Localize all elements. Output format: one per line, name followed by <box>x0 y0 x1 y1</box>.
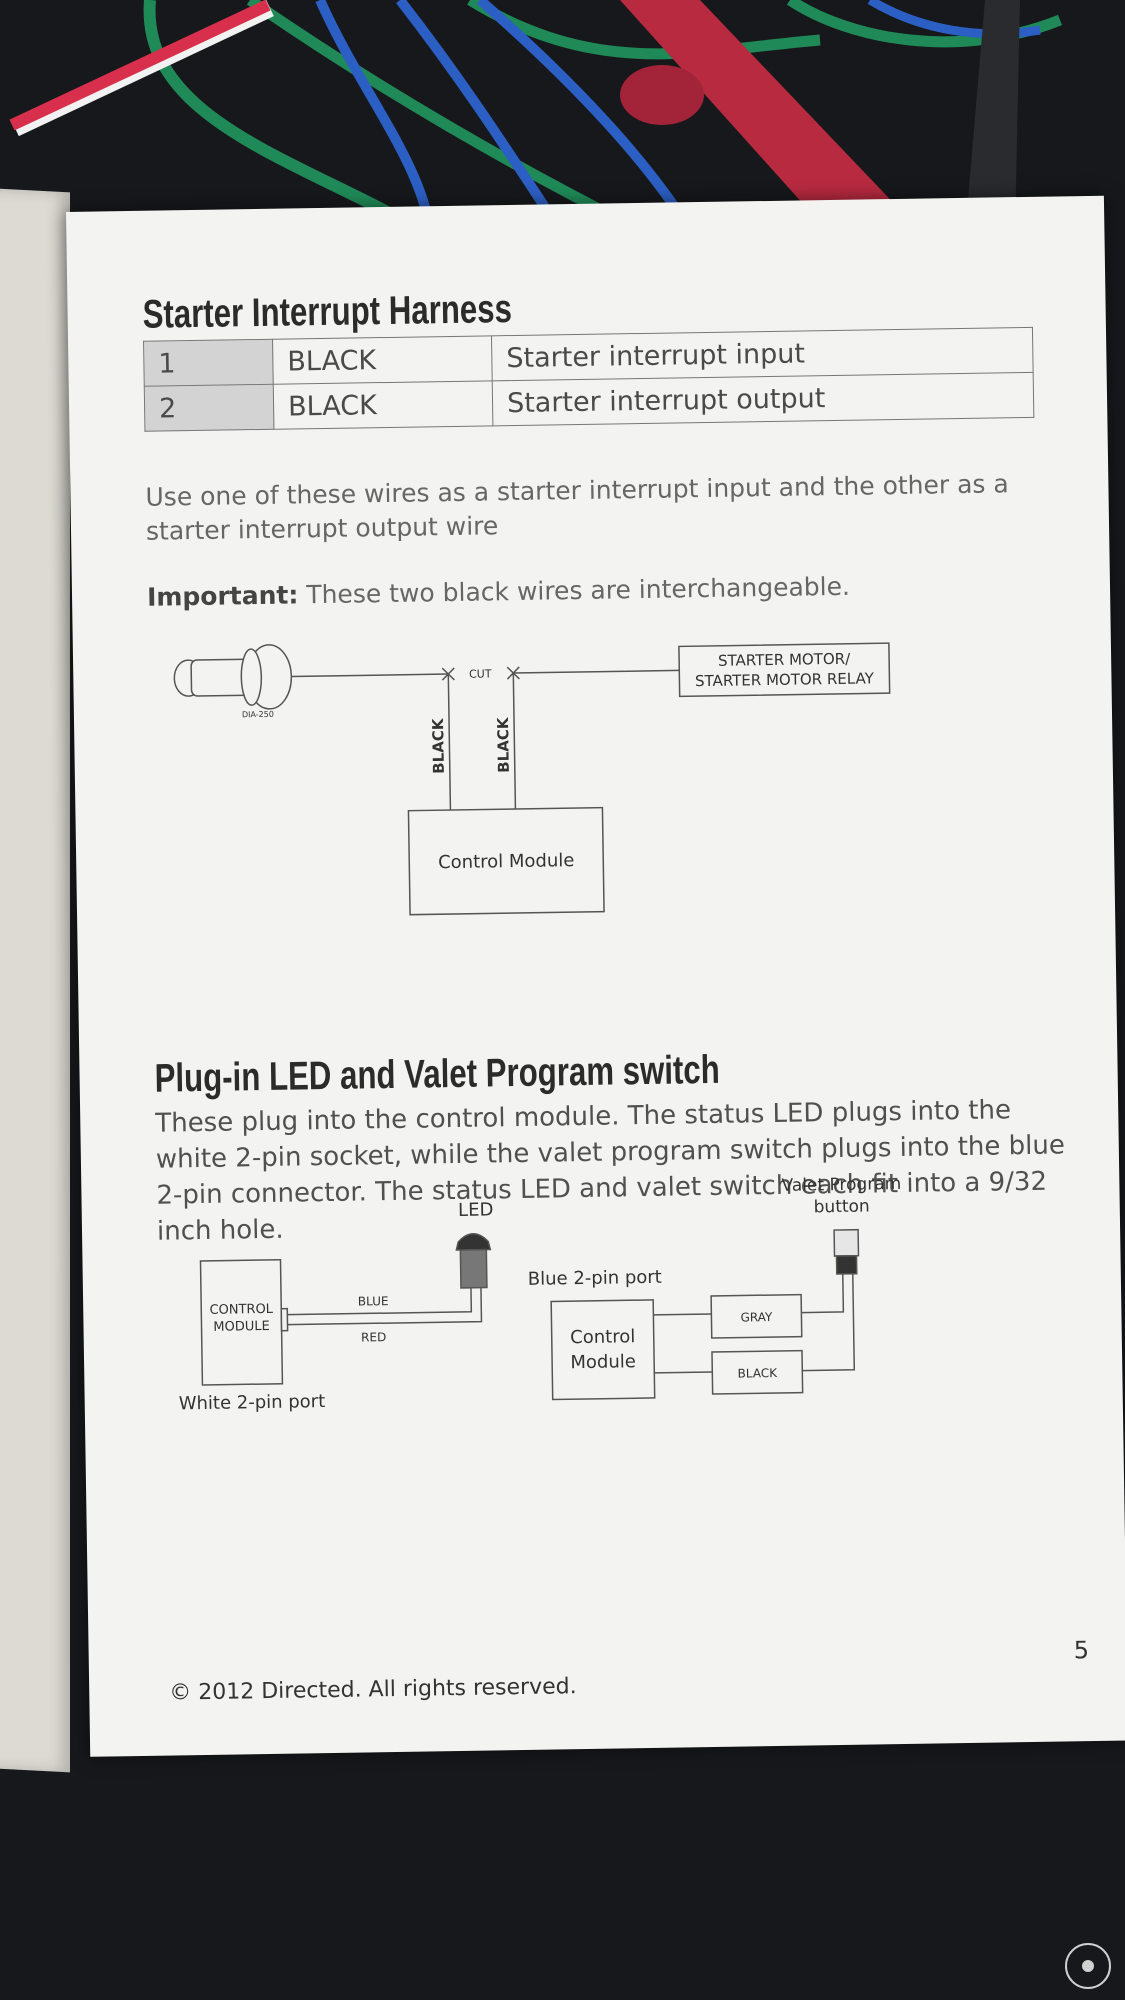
green-wire <box>143 0 424 236</box>
starter-motor-label-line2: STARTER MOTOR RELAY <box>695 669 875 690</box>
blue-wire-line <box>287 1287 473 1316</box>
cut-mark-left <box>441 667 455 681</box>
starter-motor-box <box>678 642 891 698</box>
cut-label: CUT <box>469 667 492 680</box>
valet-button-icon <box>833 1228 860 1257</box>
green-wire <box>246 0 643 235</box>
background-wires <box>9 0 1063 245</box>
valet-module-label-line2: Module <box>570 1351 636 1373</box>
red-wire-line <box>287 1287 483 1326</box>
wiring-diagrams: DIA-250 CUT STARTER MOTOR/ STARTER MOTOR… <box>173 642 901 1414</box>
led-icon <box>455 1232 492 1251</box>
blue-port-label: Blue 2-pin port <box>528 1267 662 1290</box>
left-page-edge <box>0 187 70 1773</box>
starter-motor-label-line1: STARTER MOTOR/ <box>718 650 851 670</box>
manual-page: Starter Interrupt Harness 1 BLACK Starte… <box>66 195 1125 1757</box>
valet-label-line2: button <box>814 1196 870 1217</box>
valet-diagram <box>550 1228 860 1401</box>
red-probe-tip <box>620 65 704 125</box>
gray-wire-label: GRAY <box>740 1310 773 1325</box>
led-diagram <box>199 1232 492 1386</box>
blue-wire <box>315 0 435 231</box>
led-module-label-line1: CONTROL <box>209 1302 273 1318</box>
red-white-wire <box>9 0 271 131</box>
led-body <box>459 1248 488 1289</box>
black-cable <box>965 0 1020 235</box>
starter-interrupt-diagram <box>173 642 891 916</box>
red-wire-label: RED <box>361 1330 386 1344</box>
white-port-label: White 2-pin port <box>179 1391 326 1414</box>
led-label: LED <box>458 1199 494 1221</box>
valet-label-line1: Valet Program <box>781 1174 901 1196</box>
red-probe <box>620 0 905 245</box>
green-wire <box>467 0 821 60</box>
blue-wire <box>476 0 695 233</box>
led-module-label-line2: MODULE <box>213 1319 270 1335</box>
page-number: 5 <box>1073 1636 1090 1665</box>
valet-button-base <box>835 1254 858 1275</box>
valet-control-module-box <box>550 1299 656 1401</box>
valet-module-label-line1: Control <box>570 1326 635 1348</box>
control-module-label: Control Module <box>438 850 575 873</box>
black-wire-right-label: BLACK <box>494 716 513 773</box>
control-module-box <box>407 806 605 916</box>
black-wire-left-label: BLACK <box>429 717 448 774</box>
watermark-logo-icon <box>1065 1943 1111 1989</box>
white-2-pin-port <box>280 1307 289 1332</box>
black-wire-box <box>711 1349 804 1395</box>
blue-wire-label: BLUE <box>358 1294 389 1308</box>
black-wire-label: BLACK <box>737 1366 778 1381</box>
gray-wire-box <box>710 1293 803 1339</box>
ignition-model-label: DIA-250 <box>242 710 274 720</box>
